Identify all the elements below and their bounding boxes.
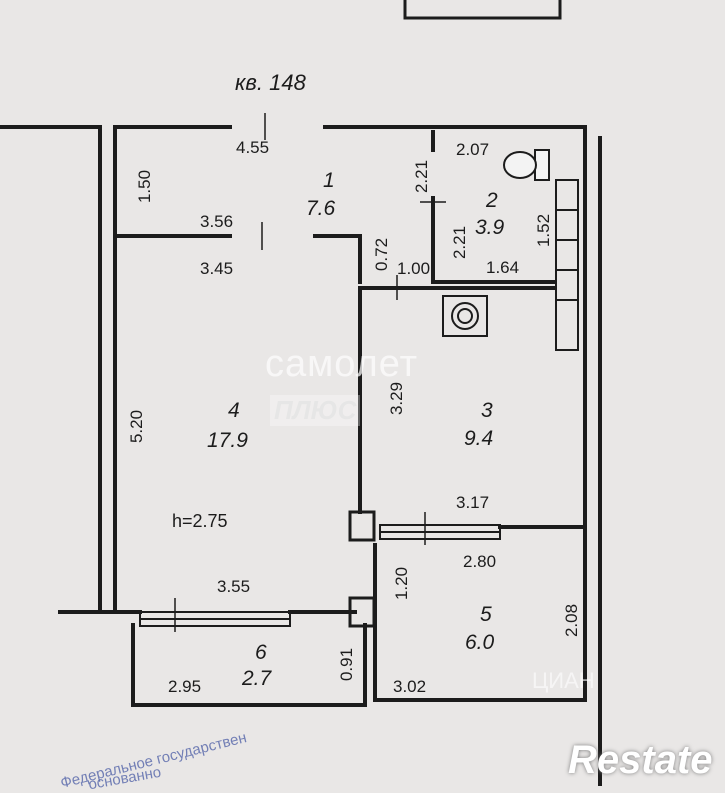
apartment-label: кв. 148 [235, 70, 306, 95]
dim-pass-vertical: 0.72 [372, 237, 392, 272]
room-2-number: 2 [486, 189, 498, 212]
partition-4-3 [358, 286, 557, 514]
dim-loggia6-bottom: 2.95 [168, 677, 202, 696]
room-1-area: 7.6 [306, 197, 336, 220]
room-1-number: 1 [323, 169, 335, 192]
dim-bath-right: 1.52 [534, 213, 554, 248]
bathtub-fixture [555, 179, 579, 351]
hall-wall [113, 234, 362, 284]
watermark-restate: Restate [568, 738, 713, 782]
room-5-area: 6.0 [465, 631, 495, 654]
room-6-number: 6 [255, 641, 267, 664]
dim-bath-door-left: 2.21 [412, 159, 432, 194]
dim-bath-bottom: 1.64 [486, 258, 520, 277]
dim-hall-side: 1.50 [135, 169, 155, 204]
dim-bath-top: 2.07 [456, 140, 490, 159]
dim-room-bottom: 3.55 [217, 577, 251, 596]
dim-kitchen-bottom: 3.17 [456, 493, 490, 512]
room-3-area: 9.4 [464, 427, 494, 450]
top-frame [403, 0, 562, 20]
watermark-cian: ЦИАН [532, 668, 595, 693]
dim-loggia6-right: 0.91 [337, 647, 357, 682]
dim-room-top: 3.45 [200, 259, 234, 278]
dim-loggia5-bottom: 3.02 [393, 677, 427, 696]
room-4-number: 4 [228, 399, 240, 422]
outer-wall-top-left [0, 125, 102, 614]
dim-loggia5-top: 2.80 [463, 552, 497, 571]
watermark-samolet: самолет [265, 343, 419, 385]
washer-fixture [442, 295, 488, 337]
dim-bath-left: 2.21 [450, 225, 470, 260]
watermark-plus: ПЛЮС [270, 395, 361, 426]
room-5-number: 5 [480, 603, 492, 626]
dim-hall-bottom: 3.56 [200, 212, 234, 231]
dim-room-left: 5.20 [127, 409, 147, 444]
room-2-area: 3.9 [475, 216, 505, 239]
dim-loggia5-left: 1.20 [392, 566, 412, 601]
column-upper [348, 510, 376, 542]
toilet-fixture [503, 149, 550, 181]
dim-pass-width: 1.00 [397, 259, 431, 278]
room-3-number: 3 [481, 399, 493, 422]
dim-room-right: 3.29 [387, 381, 407, 416]
ceiling-height: h=2.75 [172, 511, 228, 531]
room-6-area: 2.7 [242, 667, 272, 690]
column-lower [348, 596, 376, 628]
dim-loggia5-right: 2.08 [562, 603, 582, 638]
room-4-area: 17.9 [207, 429, 248, 452]
dim-hall-top: 4.55 [236, 138, 270, 157]
